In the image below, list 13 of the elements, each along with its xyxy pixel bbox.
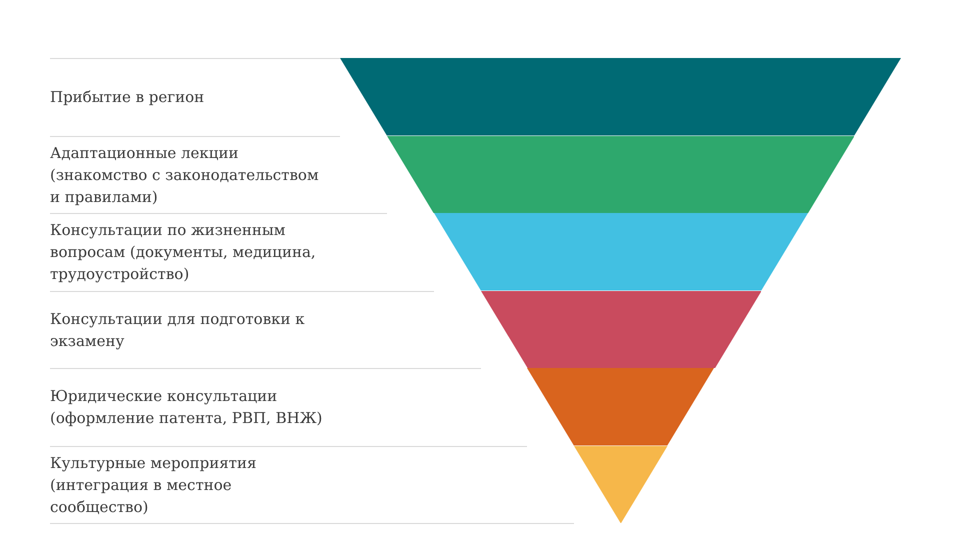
stage-label: Культурные мероприятия (интеграция в местное сообщество) — [50, 452, 258, 518]
stage-label: Адаптационные лекции (знакомство с законодательством и правилами) — [50, 142, 320, 208]
funnel-band — [386, 136, 854, 213]
stage-label: Консультации по жизненным вопросам (документы, медицина, трудоустройство) — [50, 220, 317, 286]
funnel-band — [434, 213, 808, 290]
funnel-band — [480, 290, 761, 368]
funnel-band — [574, 446, 668, 523]
stage-label: Консультации для подготовки к экзамену — [50, 308, 306, 352]
stage-label: Юридические консультации (оформление патента, РВП, ВНЖ) — [50, 386, 324, 430]
funnel-band — [340, 58, 901, 136]
stage-label: Прибытие в регион — [50, 87, 206, 108]
funnel-band — [527, 368, 714, 446]
stage-row — [50, 58, 340, 136]
